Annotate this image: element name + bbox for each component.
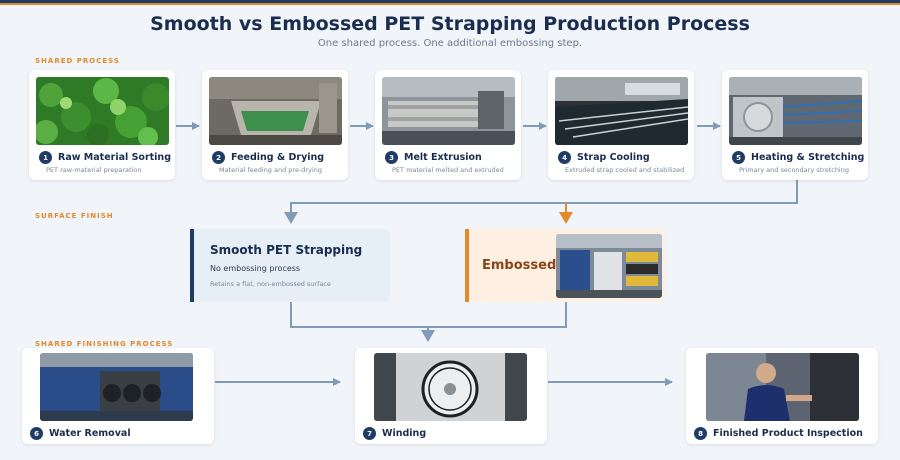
step-7-number: 7 <box>363 427 376 440</box>
step-2-desc: Material feeding and pre-drying <box>219 166 322 174</box>
photo-winding <box>374 353 527 421</box>
step-card-5: 5 Heating & Stretching Primary and secon… <box>722 70 868 180</box>
finish-embossed-card: Embossed <box>465 229 665 302</box>
split-arrow-embossed <box>559 212 573 224</box>
step-2-number: 2 <box>212 151 225 164</box>
step-card-2: 2 Feeding & Drying Material feeding and … <box>202 70 348 180</box>
step-5-number: 5 <box>732 151 745 164</box>
finish-smooth-line2: Retains a flat, non-embossed surface <box>210 280 331 288</box>
step-5-header: 5 Heating & Stretching <box>732 151 864 164</box>
page-subtitle: One shared process. One additional embos… <box>317 38 583 49</box>
split-arrow-smooth <box>284 212 298 224</box>
finish-smooth-line1: No embossing process <box>210 264 301 273</box>
step-3-header: 3 Melt Extrusion <box>385 151 482 164</box>
step-1-title: Raw Material Sorting <box>58 152 171 163</box>
step-2-header: 2 Feeding & Drying <box>212 151 324 164</box>
step-card-3: 3 Melt Extrusion PET material melted and… <box>375 70 521 180</box>
step-1-header: 1 Raw Material Sorting <box>39 151 171 164</box>
step-6-title: Water Removal <box>49 428 131 439</box>
step-card-6: 6 Water Removal <box>22 348 214 444</box>
photo-water-removal <box>40 353 193 421</box>
step-1-desc: PET raw-material preparation <box>46 166 142 174</box>
step-4-number: 4 <box>558 151 571 164</box>
step-5-desc: Primary and secondary stretching <box>739 166 849 174</box>
merge-arrow <box>421 330 435 342</box>
photo-raw-material <box>36 77 169 145</box>
photo-melt-extrusion <box>382 77 515 145</box>
section-label-surface: SURFACE FINISH <box>35 212 114 220</box>
photo-embossing <box>556 234 662 298</box>
photo-strap-cooling <box>555 77 688 145</box>
top-bar-navy <box>0 0 900 3</box>
step-card-1: 1 Raw Material Sorting PET raw-material … <box>29 70 175 180</box>
section-label-shared: SHARED PROCESS <box>35 57 120 65</box>
step-7-title: Winding <box>382 428 427 439</box>
step-3-number: 3 <box>385 151 398 164</box>
top-bar-orange <box>0 3 900 5</box>
page-title: Smooth vs Embossed PET Strapping Product… <box>150 13 750 35</box>
finish-embossed-title: Embossed <box>482 258 557 273</box>
step-8-header: 8 Finished Product Inspection <box>694 427 863 440</box>
finish-smooth-card: Smooth PET Strapping No embossing proces… <box>190 229 390 302</box>
section-label-finishing: SHARED FINISHING PROCESS <box>35 340 174 348</box>
step-3-title: Melt Extrusion <box>404 152 482 163</box>
step-card-8: 8 Finished Product Inspection <box>686 348 878 444</box>
step-2-title: Feeding & Drying <box>231 152 325 163</box>
finish-smooth-title: Smooth PET Strapping <box>210 243 363 257</box>
step-6-number: 6 <box>30 427 43 440</box>
step-6-header: 6 Water Removal <box>30 427 131 440</box>
step-card-7: 7 Winding <box>355 348 547 444</box>
merge-connector <box>290 302 567 328</box>
photo-feeding-drying <box>209 77 342 145</box>
step-4-title: Strap Cooling <box>577 152 650 163</box>
step-8-title: Finished Product Inspection <box>713 428 863 439</box>
step-1-number: 1 <box>39 151 52 164</box>
step-3-desc: PET material melted and extruded <box>392 166 504 174</box>
step-7-header: 7 Winding <box>363 427 426 440</box>
step-5-title: Heating & Stretching <box>751 152 865 163</box>
split-connector <box>290 180 798 214</box>
step-8-number: 8 <box>694 427 707 440</box>
step-card-4: 4 Strap Cooling Extruded strap cooled an… <box>548 70 694 180</box>
step-4-desc: Extruded strap cooled and stabilized <box>565 166 685 174</box>
step-4-header: 4 Strap Cooling <box>558 151 650 164</box>
photo-heating-stretching <box>729 77 862 145</box>
top-accent-bar <box>0 0 900 5</box>
photo-inspection <box>706 353 859 421</box>
